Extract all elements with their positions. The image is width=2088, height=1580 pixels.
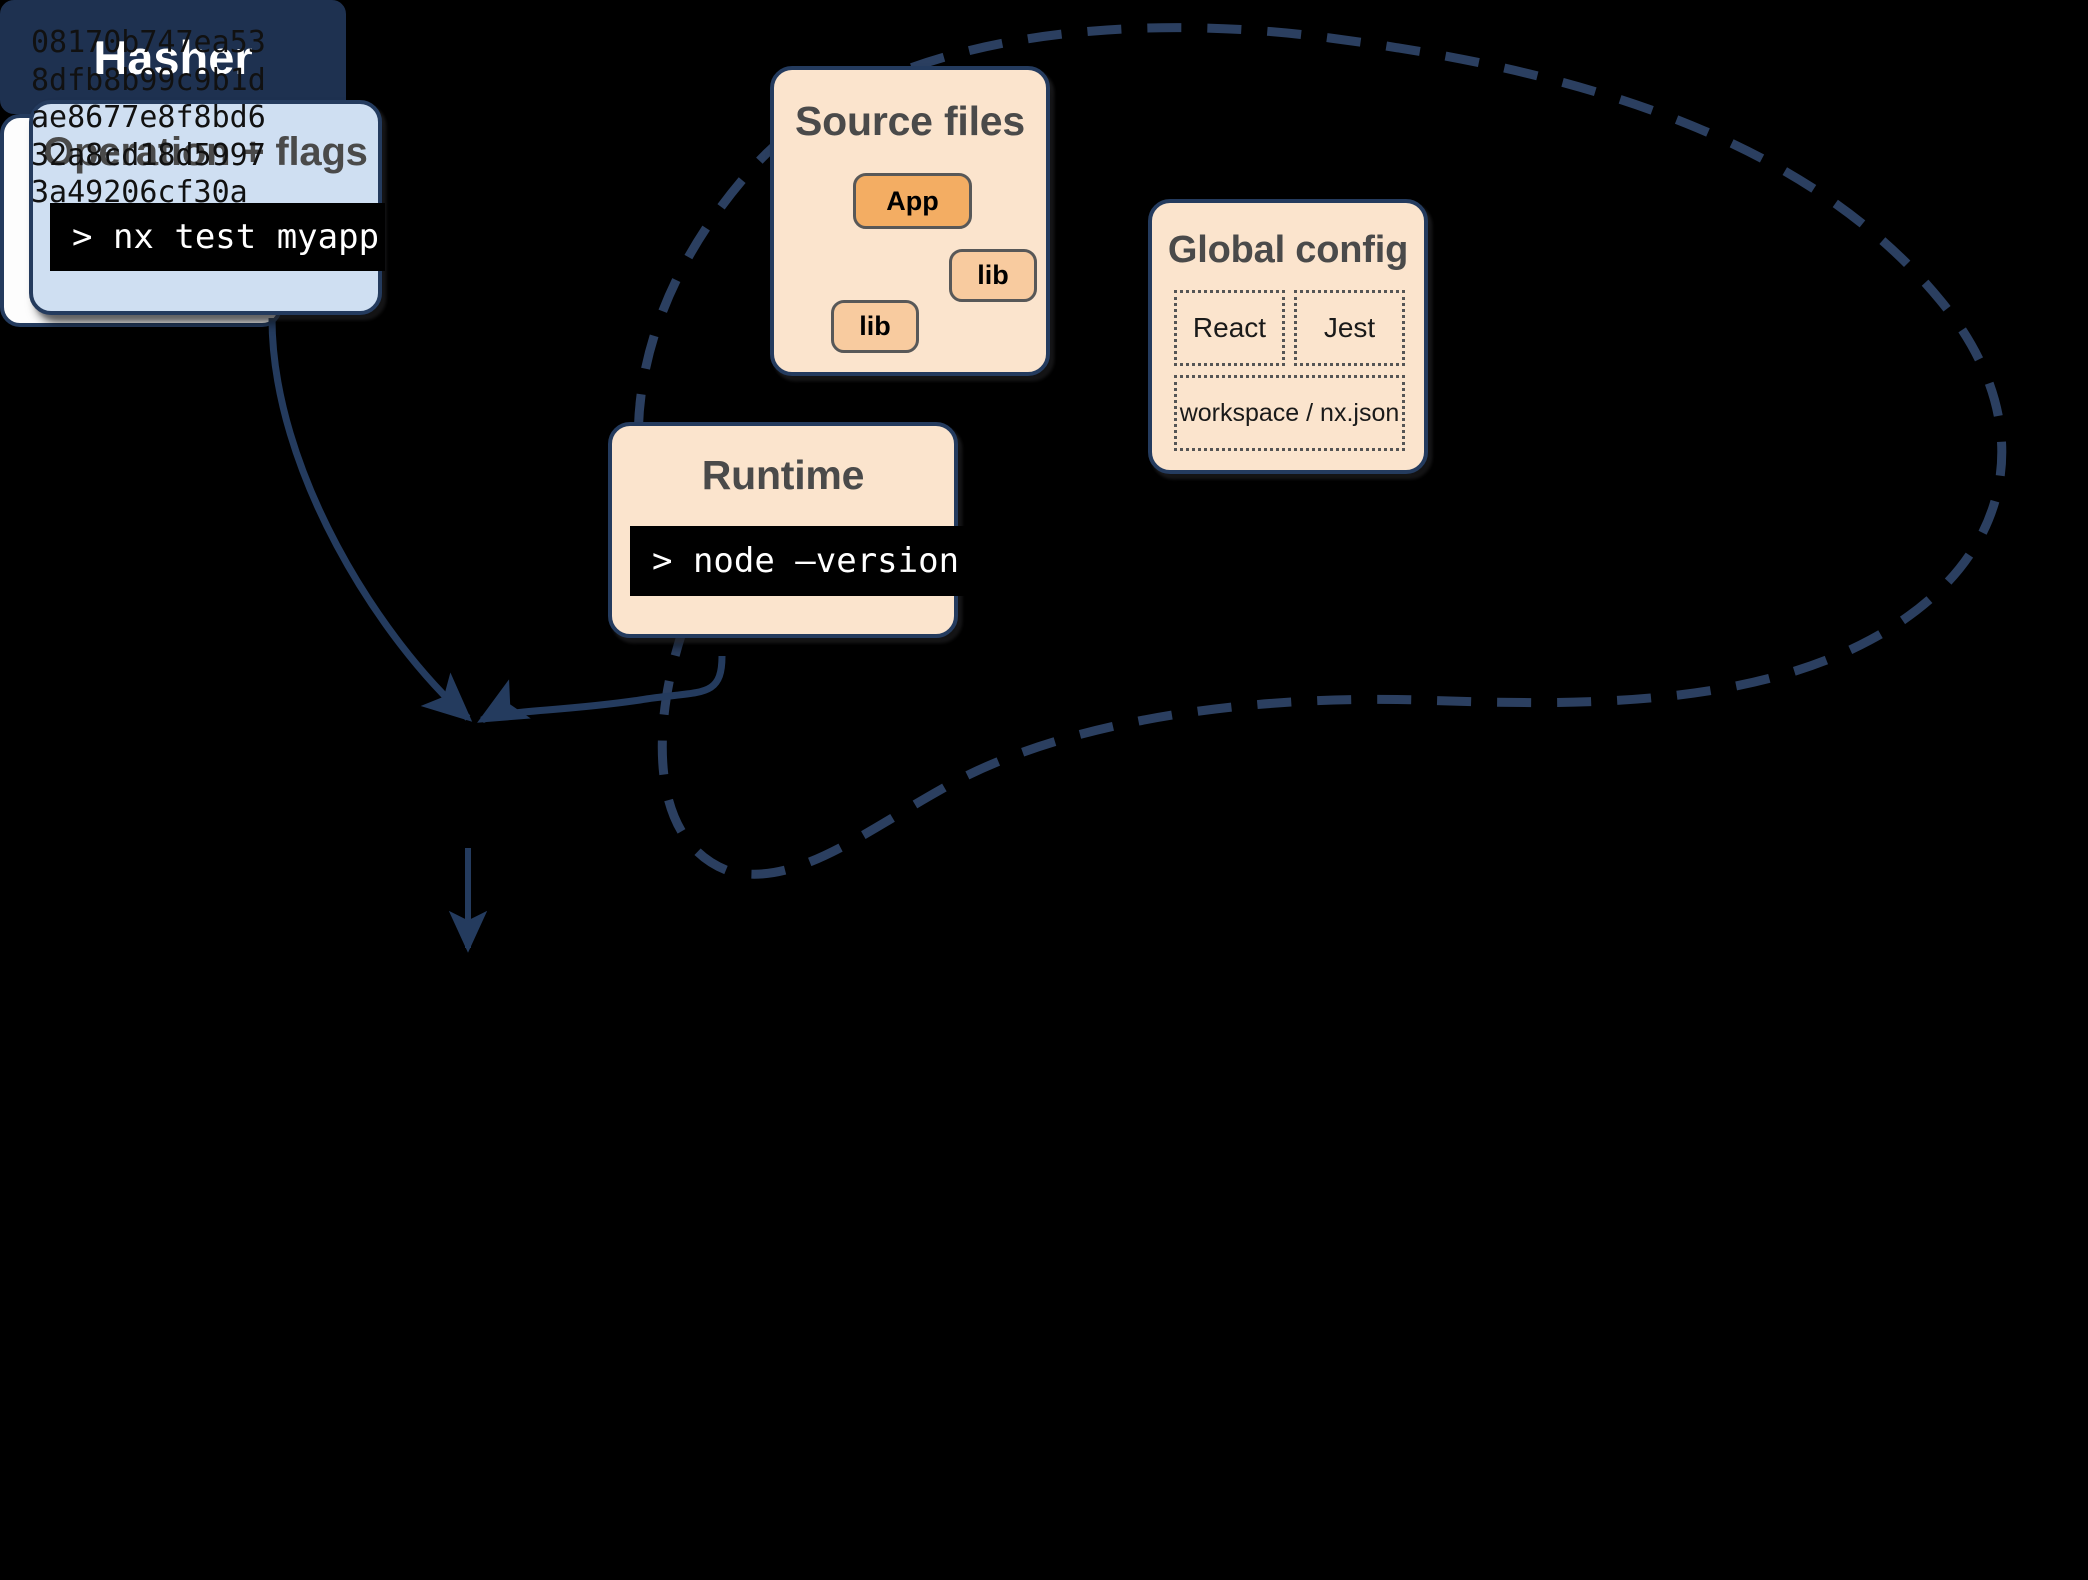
global-config-title: Global config (1167, 229, 1409, 271)
operation-title: Operation + flags (43, 130, 368, 174)
source-files-card: Source files App lib lib (770, 66, 1050, 376)
global-config-card: Global config React Jest workspace / nx.… (1148, 199, 1428, 474)
source-files-title: Source files (794, 98, 1026, 144)
source-node-lib-left: lib (831, 300, 919, 353)
runtime-card: Runtime > node –version (608, 422, 965, 638)
runtime-title: Runtime (701, 452, 865, 498)
operation-flags-card: Operation + flags > nx test myapp (29, 100, 385, 315)
runtime-terminal: > node –version (630, 526, 965, 596)
arrow-inputs-to-hasher (477, 655, 726, 724)
source-node-app: App (853, 173, 972, 229)
operation-terminal: > nx test myapp (50, 203, 385, 271)
hash-output-text: 08170b747ea53 8dfb8b99c9b1d ae8677e8f8bd… (31, 25, 266, 210)
config-item-react: React (1174, 290, 1285, 366)
hasher-label: Hasher (93, 30, 253, 84)
config-item-jest: Jest (1294, 290, 1405, 366)
config-item-workspace-nxjson: workspace / nx.json (1174, 375, 1405, 451)
arrow-operation-to-hasher (268, 317, 473, 722)
source-node-lib-right: lib (949, 249, 1037, 302)
